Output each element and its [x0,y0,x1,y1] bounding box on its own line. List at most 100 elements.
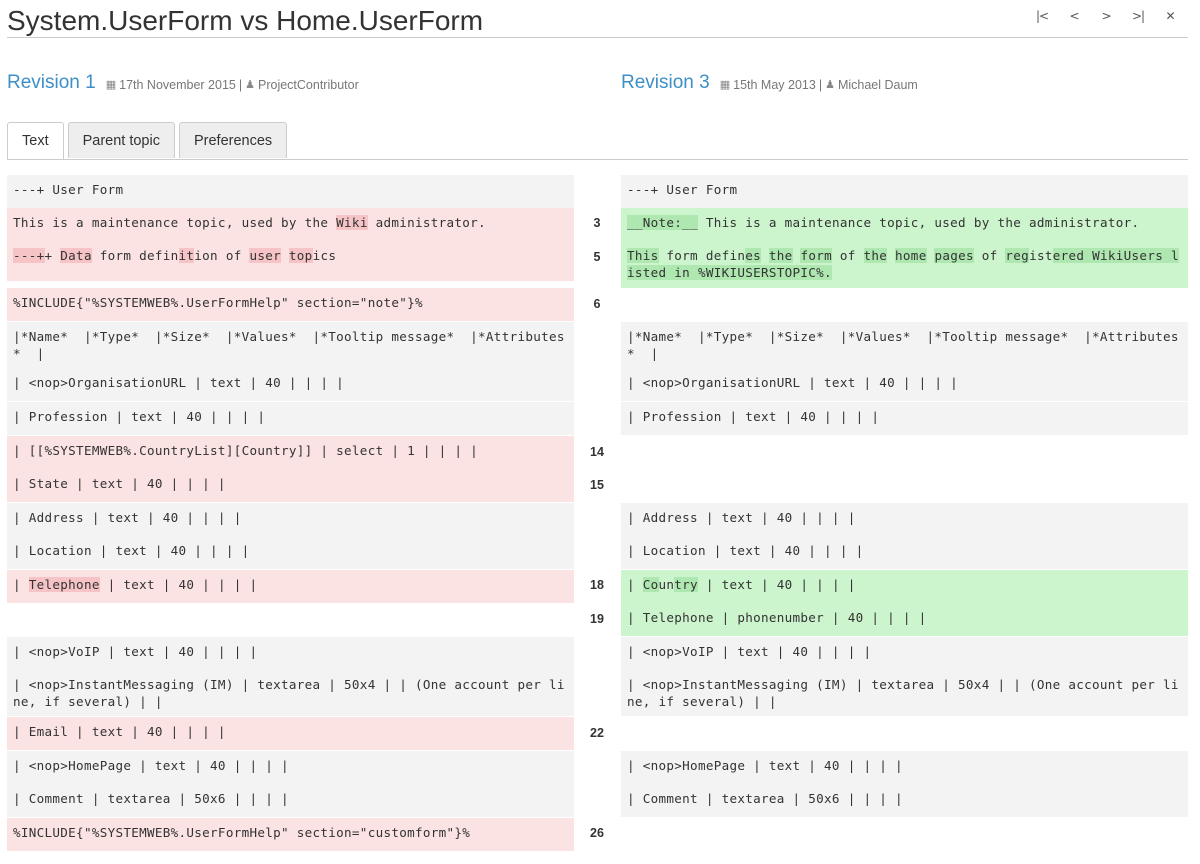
diff-text: ion of [194,248,250,263]
line-number: 19 [590,612,604,626]
changed-text: ---+ [13,248,45,263]
tab-parent-topic[interactable]: Parent topic [67,122,175,158]
diff-text: form defin [658,248,746,263]
left-diff-line: | Address | text | 40 | | | | [7,503,574,536]
line-number: 5 [593,250,601,264]
diff-text: | <nop>VoIP | text | 40 | | | | [627,644,872,659]
previous-change-button[interactable]: < [1069,9,1079,23]
diff-navigation: |< < > >| ✕ [1026,6,1186,26]
changed-text: __Note:__ [627,215,698,230]
left-diff-line: |*Name* |*Type* |*Size* |*Values* |*Tool… [7,322,574,368]
changed-text: home [895,248,927,263]
left-diff-line: ---++ Data form definition of user topic… [7,241,574,281]
left-revision-author: ProjectContributor [258,77,359,92]
left-diff-line: This is a maintenance topic, used by the… [7,208,574,241]
line-number: 14 [590,445,604,459]
right-diff-line: | Profession | text | 40 | | | | [621,402,1188,435]
diff-text: %INCLUDE{"%SYSTEMWEB%.UserFormHelp" sect… [13,295,423,310]
changed-text: top [288,248,313,263]
diff-text [761,248,769,263]
left-diff-line: | Email | text | 40 | | | | [7,717,574,750]
next-change-button[interactable]: > [1101,9,1111,23]
diff-text: |*Name* |*Type* |*Size* |*Values* |*Tool… [13,329,565,361]
diff-text: of [973,248,1006,263]
changed-text: pages [934,248,974,263]
diff-text: administrator. [367,215,486,230]
user-icon: ♟ [825,78,835,91]
diff-text [281,248,289,263]
changed-text: it [178,248,195,263]
diff-text: | Profession | text | 40 | | | | [13,409,266,424]
right-diff-line: |*Name* |*Type* |*Size* |*Values* |*Tool… [621,322,1188,368]
tab-text[interactable]: Text [7,122,64,160]
user-icon: ♟ [245,78,255,91]
diff-text: ist [1029,248,1053,263]
diff-text: ics [312,248,337,263]
left-revision-date: 17th November 2015 [119,77,236,92]
meta-separator: | [818,77,823,92]
changed-text: Data [60,248,92,263]
changed-text: Co [642,577,659,592]
diff-text: | Email | text | 40 | | | | [13,724,226,739]
diff-text: | Profession | text | 40 | | | | [627,409,880,424]
left-diff-line: | <nop>VoIP | text | 40 | | | | [7,637,574,670]
changed-text: form [800,248,832,263]
diff-text: | [[%SYSTEMWEB%.CountryList][Country]] |… [13,443,479,458]
title-divider [7,37,1188,38]
diff-text: %INCLUDE{"%SYSTEMWEB%.UserFormHelp" sect… [13,825,471,840]
changed-text: the [768,248,793,263]
close-icon[interactable]: ✕ [1165,9,1175,23]
tab-bar: Text Parent topic Preferences [7,122,288,160]
left-diff-line: | Location | text | 40 | | | | [7,536,574,569]
tab-divider [7,159,1188,160]
tab-preferences[interactable]: Preferences [178,122,288,158]
calendar-icon: ▦ [719,78,731,91]
diff-text: | State | text | 40 | | | | [13,476,226,491]
line-number: 18 [590,578,604,592]
right-diff-line: This form defines the form of the home p… [621,241,1188,288]
last-change-button[interactable]: >| [1131,9,1145,23]
left-revision-label[interactable]: Revision 1 [7,72,96,93]
line-number: 26 [590,826,604,840]
first-change-button[interactable]: |< [1035,9,1049,23]
left-diff-line: | <nop>HomePage | text | 40 | | | | [7,751,574,784]
diff-text: | Address | text | 40 | | | | [13,510,242,525]
right-revision-author: Michael Daum [837,77,918,92]
calendar-icon: ▦ [105,78,117,91]
left-diff-line: | <nop>OrganisationURL | text | 40 | | |… [7,368,574,401]
diff-text: | <nop>InstantMessaging (IM) | textarea … [627,677,1179,709]
diff-text: | Telephone | phonenumber | 40 | | | | [627,610,927,625]
right-diff-line: | <nop>VoIP | text | 40 | | | | [621,637,1188,670]
diff-text: of [831,248,864,263]
changed-text: reg [1005,248,1030,263]
diff-text: | text | 40 | | | | [697,577,856,592]
changed-text: Wiki [336,215,368,230]
right-diff-line: __Note:__ This is a maintenance topic, u… [621,208,1188,241]
right-diff-line: | Location | text | 40 | | | | [621,536,1188,569]
right-revision-header: Revision 3 ▦ 15th May 2013 | ♟ Michael D… [621,72,918,94]
right-revision-meta: ▦ 15th May 2013 | ♟ Michael Daum [720,78,918,92]
diff-text: | [13,577,29,592]
diff-text: ---+ User Form [627,182,738,197]
diff-text: | text | 40 | | | | [99,577,258,592]
diff-text: | <nop>InstantMessaging (IM) | textarea … [13,677,565,709]
right-revision-label[interactable]: Revision 3 [621,72,710,93]
left-diff-line: | Telephone | text | 40 | | | | [7,570,574,603]
diff-text: | <nop>OrganisationURL | text | 40 | | |… [13,375,345,390]
right-diff-line: | <nop>InstantMessaging (IM) | textarea … [621,670,1188,716]
diff-text: form defin [91,248,179,263]
changed-text: This [627,248,659,263]
right-diff-line: ---+ User Form [621,175,1188,208]
diff-text: | <nop>OrganisationURL | text | 40 | | |… [627,375,959,390]
left-revision-header: Revision 1 ▦ 17th November 2015 | ♟ Proj… [7,72,359,94]
changed-text: try [674,577,698,592]
diff-text [887,248,895,263]
diff-text: This is a maintenance topic, used by the [13,215,337,230]
diff-text: + [44,248,61,263]
left-diff-line: | State | text | 40 | | | | [7,469,574,502]
right-diff-line: | Comment | textarea | 50x6 | | | | [621,784,1188,817]
diff-text: | <nop>VoIP | text | 40 | | | | [13,644,258,659]
left-diff-line: | Profession | text | 40 | | | | [7,402,574,435]
right-diff-line: | Country | text | 40 | | | | [621,570,1188,603]
diff-text: | <nop>HomePage | text | 40 | | | | [627,758,903,773]
